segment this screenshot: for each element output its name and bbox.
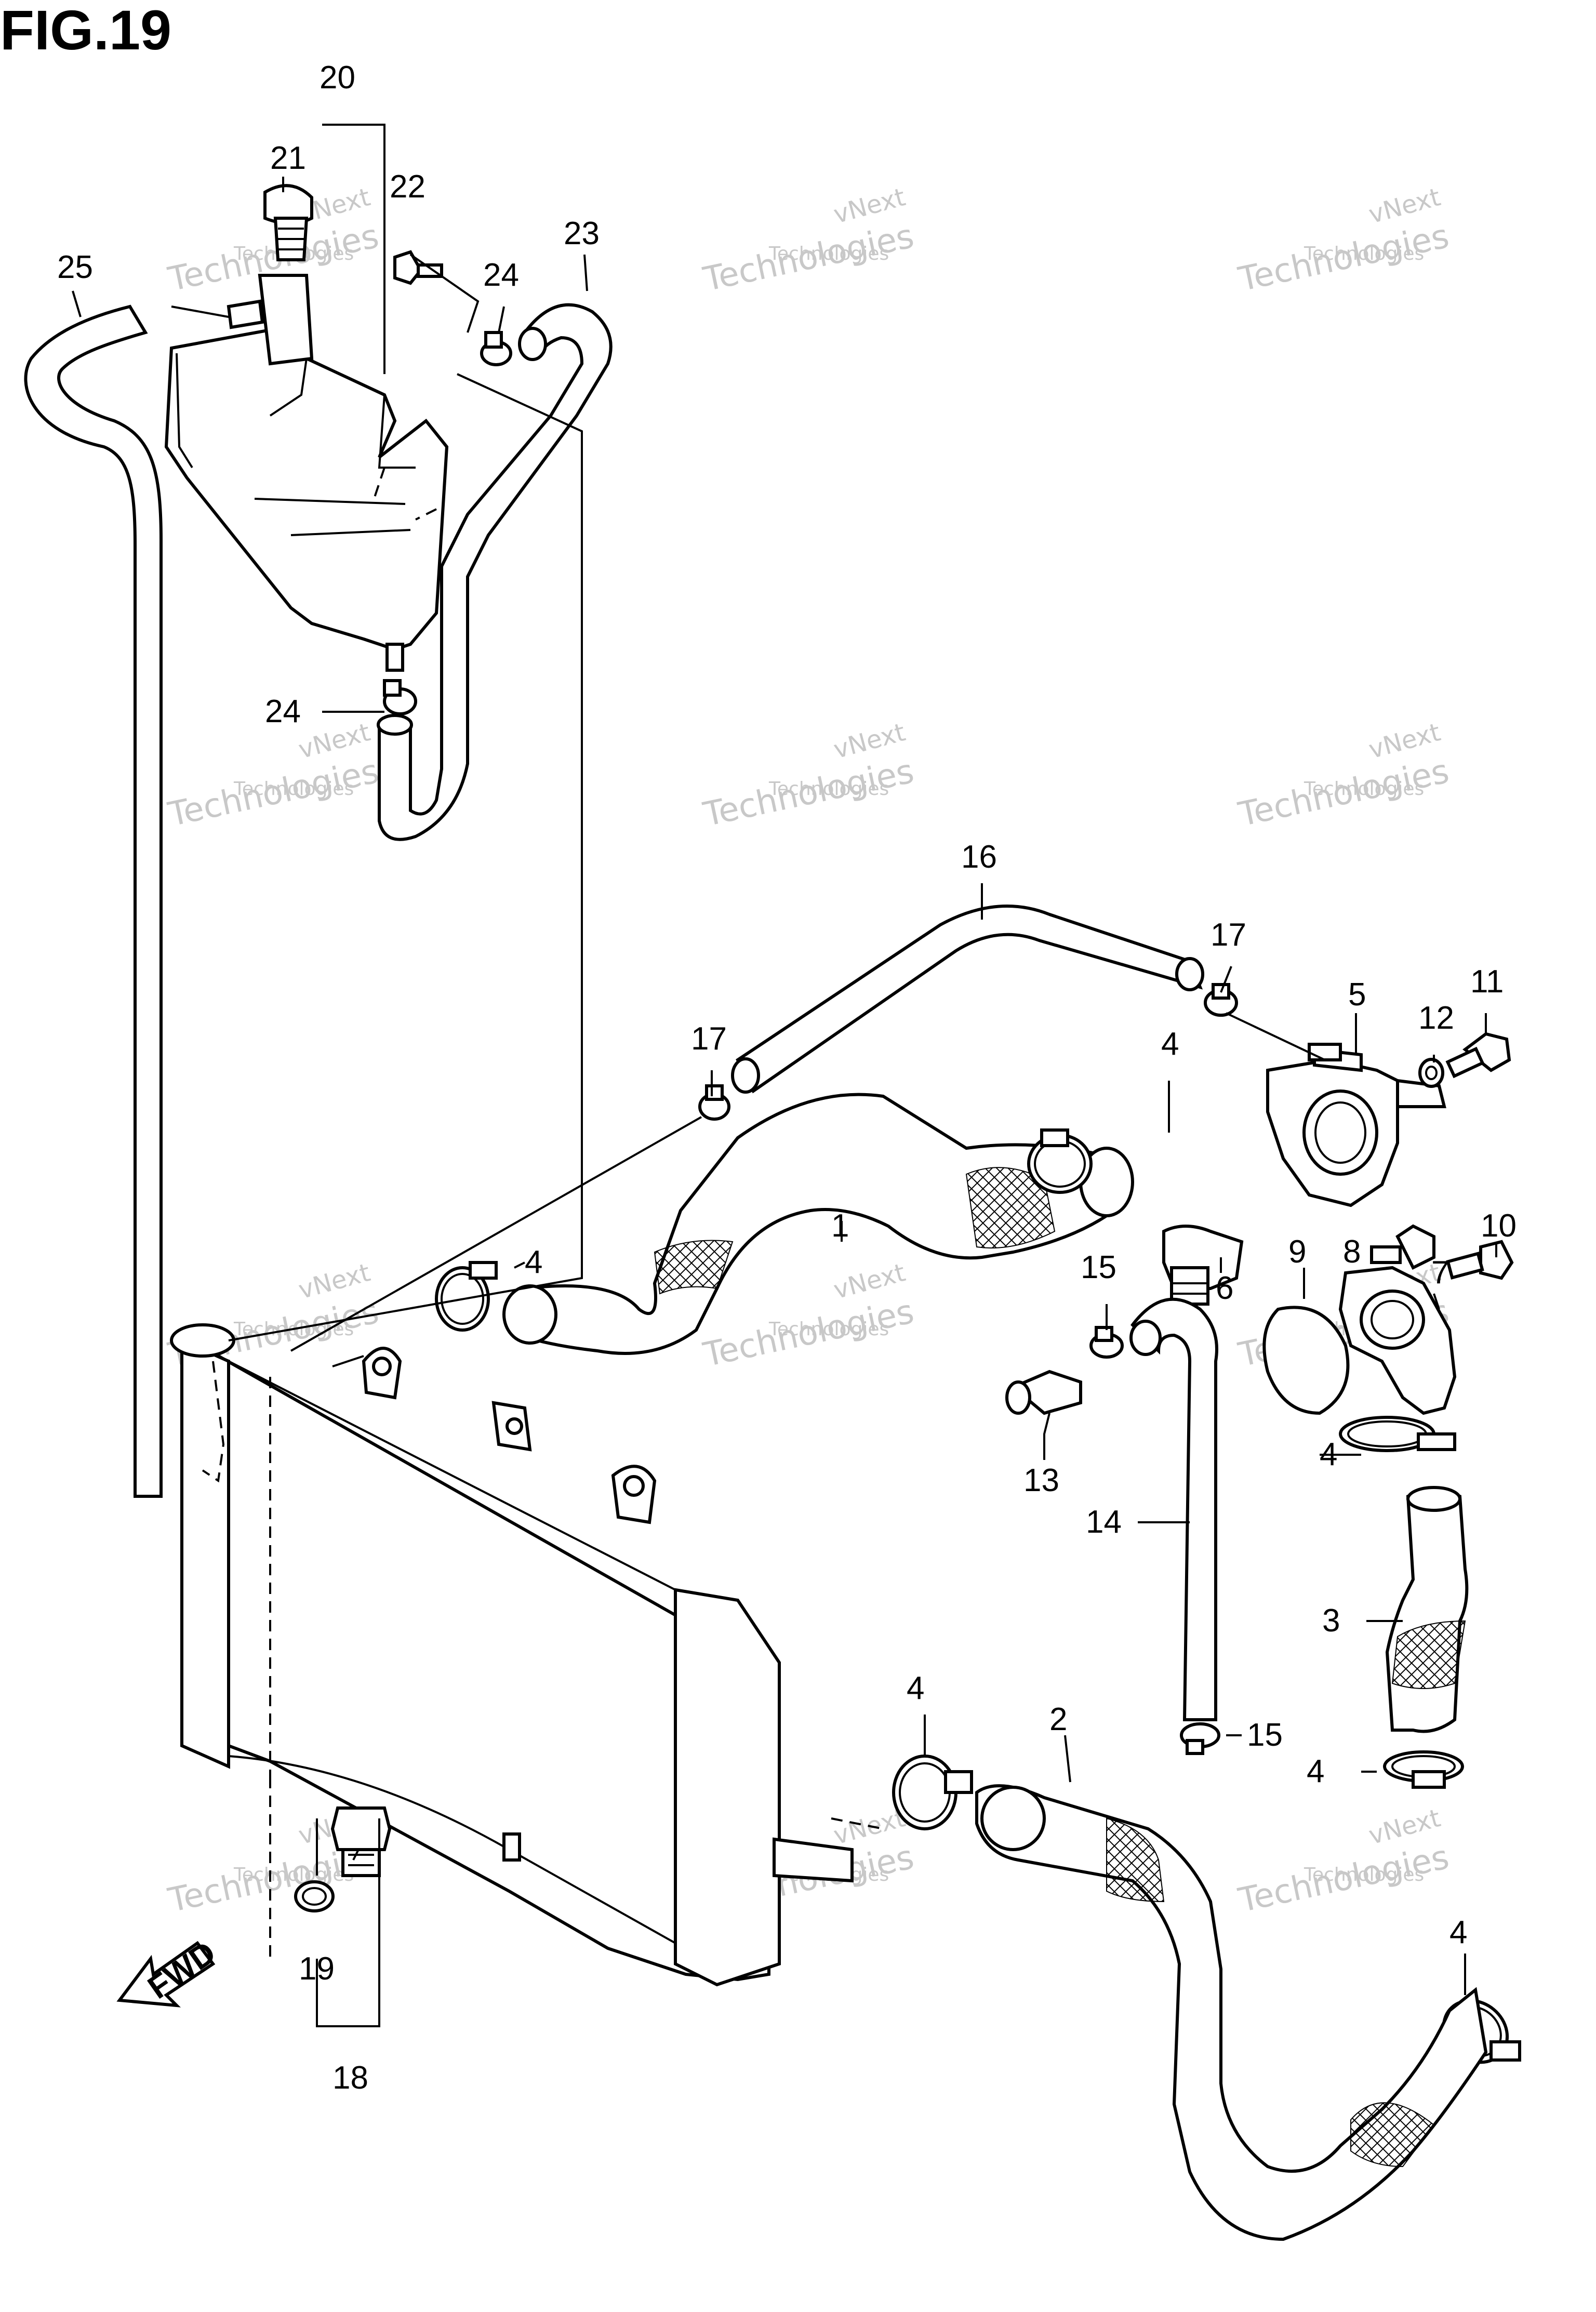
- thermostat-6: [1162, 1225, 1244, 1306]
- watermark: vNext Technologies Technologies: [1235, 717, 1453, 834]
- hose-14: [1129, 1297, 1218, 1721]
- callout-13: 13: [1023, 1463, 1059, 1498]
- callout-18: 18: [332, 2060, 368, 2096]
- callout-15-lower: 15: [1247, 1717, 1283, 1753]
- fwd-arrow-icon: FWD: [116, 1934, 222, 2008]
- radiator-core: [170, 1323, 884, 1987]
- watermark-line2: Technologies: [768, 243, 889, 264]
- watermark: vNext Technologies Technologies: [700, 182, 917, 299]
- callout-16: 16: [961, 839, 997, 875]
- watermark-line2: Technologies: [233, 1864, 354, 1885]
- watermark-line3: Technologies: [700, 1293, 917, 1375]
- watermark-line2: Technologies: [233, 778, 354, 800]
- watermark-line3: Technologies: [700, 217, 917, 299]
- callout-11: 11: [1470, 964, 1504, 1000]
- washer-12: [1418, 1058, 1444, 1088]
- hose-3: [1385, 1486, 1469, 1733]
- callout-24-lower: 24: [265, 694, 301, 729]
- callout-12: 12: [1418, 1000, 1454, 1036]
- reservoir-tank-20: [164, 274, 449, 672]
- callout-21: 21: [270, 140, 306, 176]
- fitting-13: [1005, 1370, 1082, 1415]
- watermark: vNext Technologies Technologies: [1235, 1803, 1453, 1920]
- callout-1: 1: [831, 1208, 849, 1244]
- gasket-9: [1262, 1306, 1350, 1415]
- callout-4-left: 4: [525, 1244, 542, 1280]
- callout-2: 2: [1049, 1702, 1067, 1737]
- callout-10: 10: [1481, 1208, 1517, 1244]
- watermark-line3: Technologies: [165, 752, 382, 834]
- o-ring-19: [294, 1880, 335, 1912]
- watermark: vNext Technologies Technologies: [1235, 182, 1453, 299]
- watermark: vNext Technologies Technologies: [165, 717, 382, 834]
- clamp-4-d: [1383, 1750, 1464, 1789]
- thermostat-housing-5: [1266, 1043, 1446, 1207]
- watermark-line3: Technologies: [700, 752, 917, 834]
- callout-17-left: 17: [691, 1021, 727, 1057]
- callout-4-lower: 4: [907, 1670, 924, 1706]
- callout-15-upper: 15: [1081, 1250, 1116, 1285]
- bolt-7: [1370, 1224, 1435, 1270]
- bypass-hose-16: [731, 905, 1204, 1094]
- clamp-15-a: [1089, 1326, 1124, 1359]
- callout-4-bottom: 4: [1449, 1915, 1467, 1950]
- watermark-line2: Technologies: [1304, 778, 1424, 800]
- reservoir-cap-21: [263, 184, 313, 261]
- callout-25: 25: [57, 249, 93, 285]
- callout-24-upper: 24: [483, 257, 519, 293]
- callout-5: 5: [1348, 977, 1366, 1013]
- watermark-line2: Technologies: [1304, 1864, 1424, 1885]
- leader-lines: [72, 124, 1497, 2027]
- tank-hose-23: [377, 303, 613, 841]
- callout-7: 7: [1431, 1255, 1449, 1291]
- watermark: vNext Technologies Technologies: [700, 717, 917, 834]
- clamp-15-b: [1180, 1722, 1220, 1755]
- watermark: vNext Technologies Technologies: [700, 1258, 917, 1375]
- callout-23: 23: [564, 216, 600, 251]
- upper-hose-1: [502, 1093, 1134, 1355]
- watermark-line2: Technologies: [768, 778, 889, 800]
- watermark-line2: Technologies: [768, 1319, 889, 1340]
- clamp-4-a: [435, 1261, 498, 1332]
- clamp-24-lower: [383, 679, 417, 715]
- callout-3: 3: [1322, 1603, 1340, 1639]
- callout-4-upper: 4: [1161, 1026, 1179, 1062]
- watermark-line2: Technologies: [1304, 243, 1424, 264]
- callout-9: 9: [1288, 1234, 1306, 1270]
- watermark-line3: Technologies: [1235, 752, 1453, 834]
- clamp-24-upper: [480, 331, 512, 366]
- watermark-line3: Technologies: [1235, 1838, 1453, 1920]
- water-outlet-8: [1338, 1266, 1457, 1415]
- bolt-22: [393, 250, 443, 285]
- bolt-10: [1446, 1240, 1514, 1280]
- callout-4-lower-right: 4: [1307, 1753, 1324, 1789]
- callout-14: 14: [1086, 1504, 1122, 1540]
- callout-22: 22: [390, 169, 425, 205]
- clamp-4-b: [1027, 1128, 1093, 1194]
- watermark-line3: Technologies: [1235, 217, 1453, 299]
- callout-8: 8: [1343, 1234, 1361, 1270]
- clamp-4-c: [1339, 1416, 1456, 1452]
- figure-title: FIG.19: [0, 0, 171, 61]
- bolt-11: [1445, 1032, 1511, 1079]
- clamp-17-b: [1204, 983, 1238, 1017]
- callout-6: 6: [1216, 1270, 1233, 1306]
- callout-4-right: 4: [1320, 1437, 1337, 1472]
- callout-17-right: 17: [1211, 917, 1246, 953]
- callout-19: 19: [299, 1951, 335, 1987]
- lower-hose-2: [975, 1784, 1488, 2241]
- overflow-hose-25: [24, 304, 163, 1498]
- sensor-18: [330, 1806, 392, 1877]
- callout-20: 20: [320, 60, 355, 96]
- clamp-4-e: [892, 1755, 973, 1830]
- callout-labels: 20 21 22 23 24 25 24 16 17 17 5 12 11 4 …: [57, 60, 1517, 2096]
- clamp-17-a: [698, 1084, 730, 1121]
